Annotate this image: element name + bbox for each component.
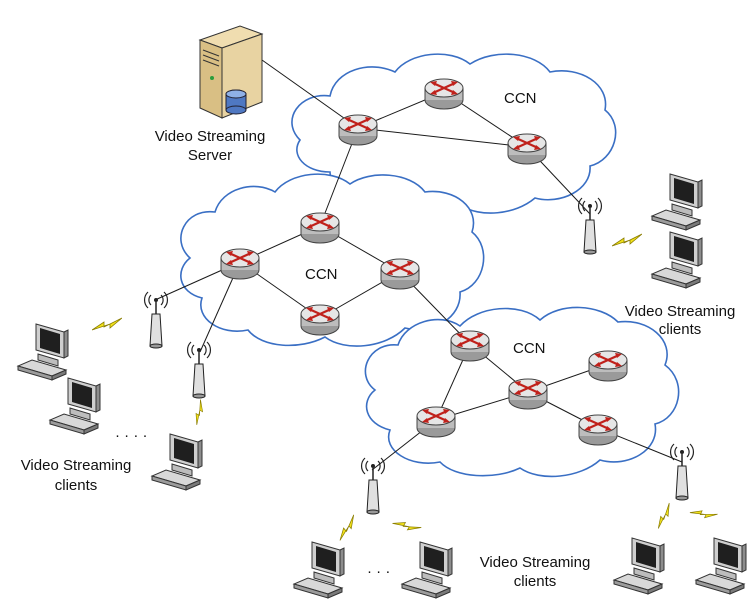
router-icon xyxy=(337,113,379,147)
ccn-cloud-middle xyxy=(180,173,485,347)
server-label-line-1: Video Streaming xyxy=(155,128,266,145)
router-icon xyxy=(506,132,548,166)
wireless-link-icon xyxy=(92,317,122,331)
wireless-access-point-icon xyxy=(186,341,212,399)
wireless-access-point-icon xyxy=(669,443,695,501)
router-icon xyxy=(577,413,619,447)
router-icon xyxy=(299,211,341,245)
clients-label-bottom-line-1: Video Streaming xyxy=(480,554,591,571)
cloud-label-middle: CCN xyxy=(305,266,338,283)
ellipsis-bottom: · · · xyxy=(367,563,390,580)
clients-label-left-line-2: clients xyxy=(55,477,98,494)
clients-label-right-line-1: Video Streaming xyxy=(625,303,736,320)
cloud-label-top: CCN xyxy=(504,90,537,107)
wireless-access-point-icon xyxy=(360,457,386,515)
router-icon xyxy=(449,329,491,363)
router-icon xyxy=(507,377,549,411)
router-icon xyxy=(587,349,629,383)
desktop-computer-icon xyxy=(293,541,345,599)
cloud-label-bottom: CCN xyxy=(513,340,546,357)
wireless-link-icon xyxy=(612,233,642,247)
wireless-link-icon xyxy=(689,502,719,524)
desktop-computer-icon xyxy=(695,537,747,595)
ellipsis-left: · · · · xyxy=(115,427,147,444)
clients-label-left-line-1: Video Streaming xyxy=(21,457,132,474)
desktop-computer-icon xyxy=(151,433,203,491)
wireless-link-icon xyxy=(650,502,678,530)
clients-label-right-line-2: clients xyxy=(659,321,702,338)
desktop-computer-icon xyxy=(401,541,453,599)
server-icon xyxy=(199,25,263,119)
desktop-computer-icon xyxy=(651,231,703,289)
desktop-computer-icon xyxy=(49,377,101,435)
desktop-computer-icon xyxy=(651,173,703,231)
wireless-link-icon xyxy=(332,514,362,541)
server-label-line-2: Server xyxy=(188,147,232,164)
clients-label-bottom-line-2: clients xyxy=(514,573,557,590)
desktop-computer-icon xyxy=(613,537,665,595)
desktop-computer-icon xyxy=(17,323,69,381)
router-icon xyxy=(299,303,341,337)
router-icon xyxy=(379,257,421,291)
router-icon xyxy=(423,77,465,111)
router-icon xyxy=(219,247,261,281)
wireless-access-point-icon xyxy=(577,197,603,255)
wireless-access-point-icon xyxy=(143,291,169,349)
wireless-link-icon xyxy=(392,513,422,538)
router-icon xyxy=(415,405,457,439)
wireless-link-icon xyxy=(188,399,210,426)
